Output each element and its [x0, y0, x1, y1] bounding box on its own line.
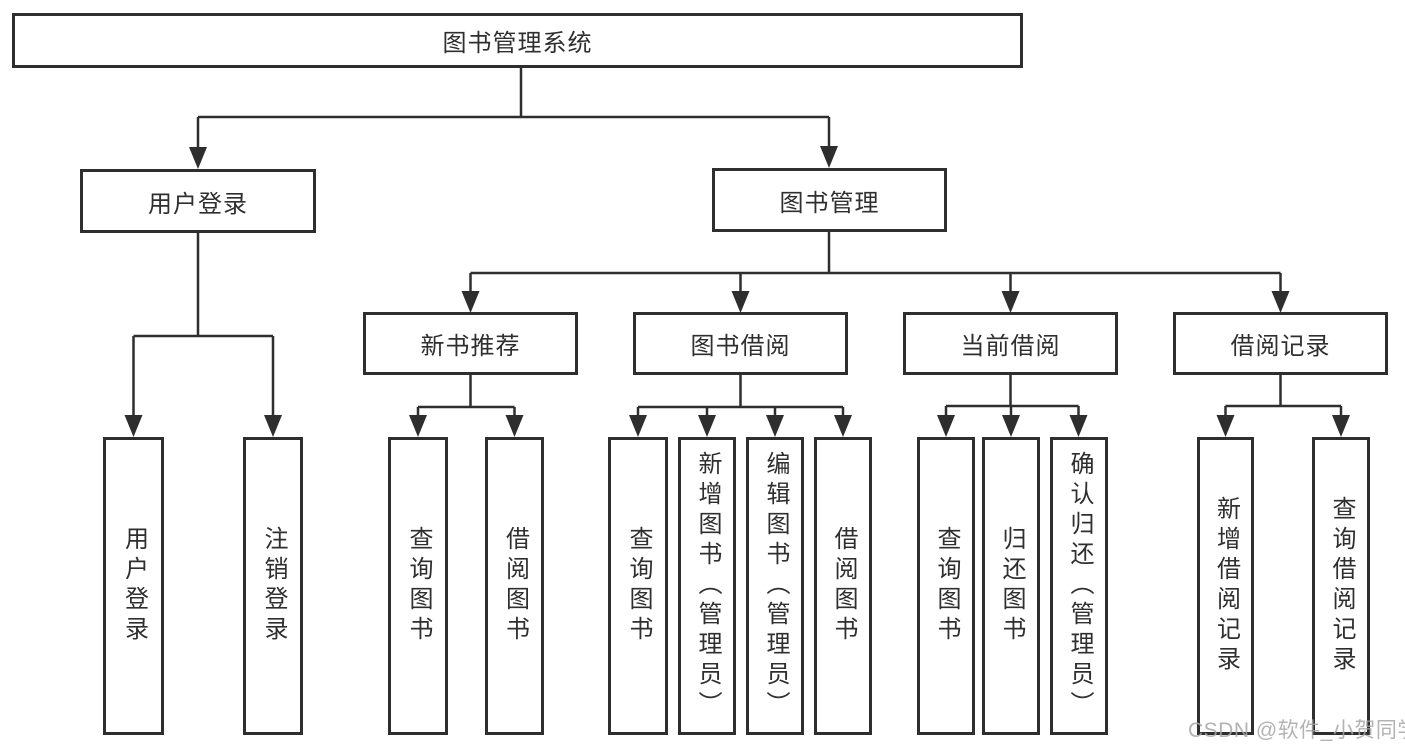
node-book-borrowing: 图书借阅: [633, 312, 848, 375]
leaf-query-books-borrowing: 查询图书: [608, 437, 668, 735]
node-label: 归还图书: [998, 526, 1025, 646]
leaf-user-login: 用户登录: [103, 437, 164, 735]
node-book-management: 图书管理: [712, 168, 947, 232]
node-current-borrowing: 当前借阅: [903, 312, 1118, 375]
leaf-borrow-books-borrowing: 借阅图书: [814, 437, 872, 735]
node-label: 编辑图书（管理员）: [762, 451, 789, 721]
node-label: 新增借阅记录: [1212, 496, 1240, 676]
node-label: 新增图书（管理员）: [694, 451, 721, 721]
node-label: 图书管理系统: [442, 30, 593, 57]
node-label: 查询图书: [625, 526, 652, 646]
node-label: 确认归还（管理员）: [1066, 451, 1093, 721]
leaf-confirm-return-admin: 确认归还（管理员）: [1050, 437, 1108, 735]
node-label: 图书管理: [779, 189, 880, 217]
node-label: 用户登录: [120, 526, 148, 646]
leaf-query-books-recommend: 查询图书: [388, 437, 448, 735]
leaf-borrow-books-recommend: 借阅图书: [485, 437, 544, 735]
node-label: 借阅图书: [830, 526, 857, 646]
node-label: 查询图书: [933, 526, 960, 646]
node-label: 查询图书: [405, 526, 432, 646]
watermark: CSDN @软件_小贺同学: [1188, 719, 1405, 742]
node-label: 图书借阅: [690, 333, 791, 360]
leaf-query-books-current: 查询图书: [917, 437, 975, 735]
leaf-logout: 注销登录: [243, 437, 303, 735]
node-library-management-system: 图书管理系统: [12, 13, 1023, 68]
node-label: 借阅图书: [501, 526, 529, 646]
node-label: 用户登录: [148, 190, 248, 218]
node-label: 注销登录: [260, 526, 287, 646]
node-label: 当前借阅: [960, 333, 1061, 360]
node-user-login: 用户登录: [80, 169, 316, 233]
leaf-add-borrow-record: 新增借阅记录: [1197, 437, 1254, 735]
node-borrowing-records: 借阅记录: [1173, 312, 1388, 375]
node-label: 查询借阅记录: [1328, 496, 1355, 676]
node-new-book-recommendation: 新书推荐: [363, 312, 578, 375]
leaf-edit-book-admin: 编辑图书（管理员）: [746, 437, 804, 735]
leaf-return-book: 归还图书: [982, 437, 1040, 735]
node-label: 新书推荐: [420, 333, 521, 360]
leaf-query-borrow-record: 查询借阅记录: [1312, 437, 1370, 735]
node-label: 借阅记录: [1230, 333, 1331, 360]
leaf-add-book-admin: 新增图书（管理员）: [678, 437, 736, 735]
